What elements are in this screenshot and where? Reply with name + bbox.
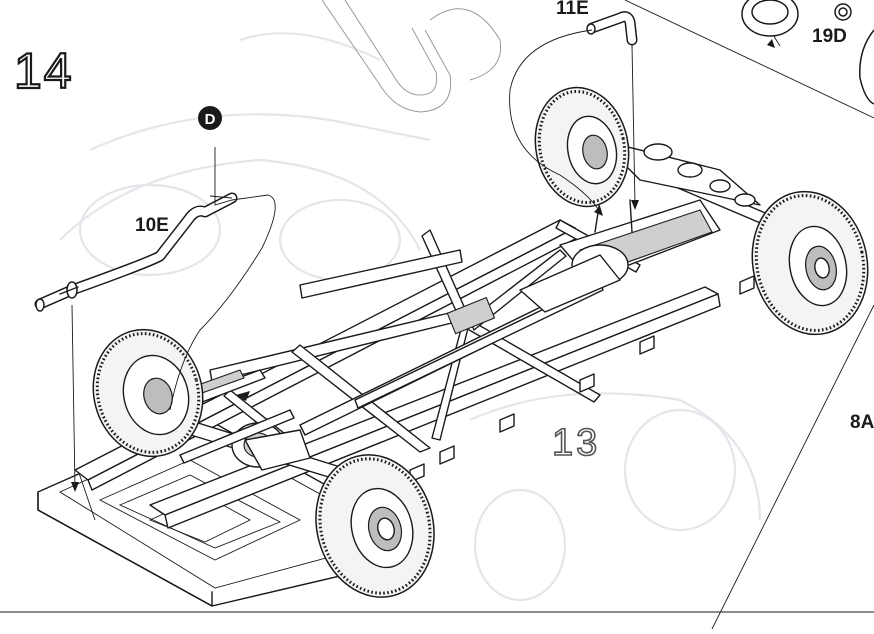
watermark-outline [321,0,502,113]
label-10e: 10E [135,215,169,236]
wheel-rear-left [92,328,204,458]
marker-d-label: D [205,111,216,128]
label-19d: 19D [812,26,847,47]
axle-arrow [236,391,250,401]
part-19d-wheel [741,0,874,105]
label-11e: 11E [556,0,589,19]
wheel-rear-right [315,454,435,598]
part-11e-pipe [586,11,638,46]
wheel-front-right [751,190,869,336]
guide-lines-11e [509,29,639,216]
part-10e-pipe [34,192,238,312]
label-8a: 8A [850,412,874,433]
reference-step: 13 [552,422,600,464]
marker-d: D [198,106,222,130]
step-number: 14 [14,43,74,99]
wheel-front-left [534,86,630,208]
guide-lines-10e [71,147,276,492]
